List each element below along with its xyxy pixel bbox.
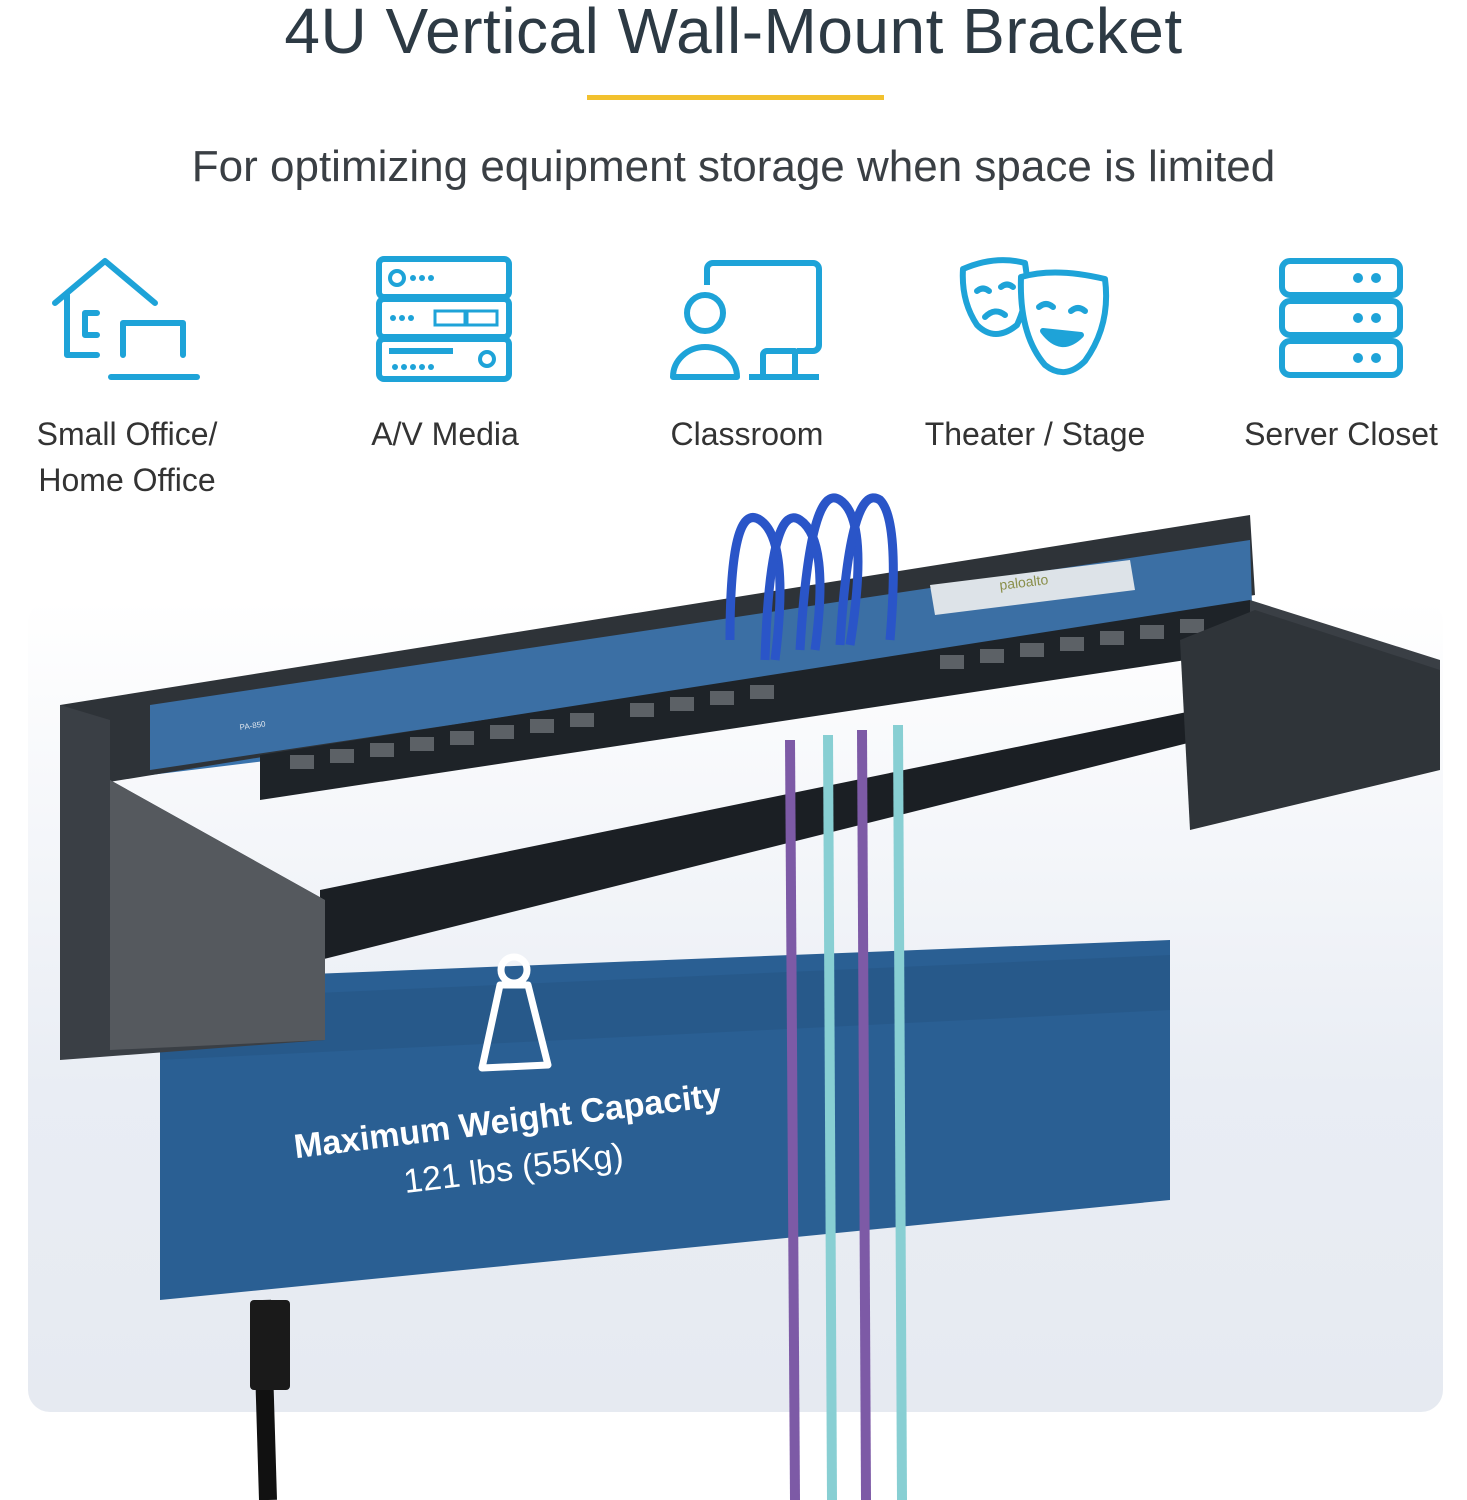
use-case-server-closet: Server Closet <box>1196 255 1467 457</box>
home-office-icon <box>52 258 200 380</box>
product-photo: Maximum Weight Capacity 121 lbs (55Kg) P… <box>60 493 1440 1500</box>
use-case-classroom: Classroom <box>602 255 892 457</box>
title-divider <box>587 95 884 100</box>
use-case-label: Server Closet <box>1244 416 1438 452</box>
page-title: 4U Vertical Wall-Mount Bracket <box>284 0 1183 67</box>
use-case-label: A/V Media <box>371 416 519 452</box>
patch-cables-blue <box>725 493 898 661</box>
server-closet-icon <box>1279 258 1403 378</box>
use-case-theater: Theater / Stage <box>890 255 1180 457</box>
network-cables <box>785 724 907 1500</box>
av-media-rack-icon <box>376 256 512 382</box>
use-case-row: Small Office/Home Office A/V Media Class… <box>0 255 1467 505</box>
classroom-icon <box>670 260 822 380</box>
use-case-label: Small Office/Home Office <box>36 416 218 498</box>
device-model: PA-850 <box>239 719 267 732</box>
use-case-home-office: Small Office/Home Office <box>0 255 272 503</box>
weight-icon <box>478 953 552 1072</box>
patch-panel-ports <box>290 619 1204 769</box>
use-case-label: Theater / Stage <box>924 416 1146 452</box>
theater-masks-icon <box>959 257 1110 375</box>
use-case-av-media: A/V Media <box>300 255 590 457</box>
use-case-label: Classroom <box>670 416 824 452</box>
device-body <box>160 940 1170 1300</box>
page-subtitle: For optimizing equipment storage when sp… <box>191 142 1276 191</box>
device-brand: paloalto <box>998 571 1049 593</box>
